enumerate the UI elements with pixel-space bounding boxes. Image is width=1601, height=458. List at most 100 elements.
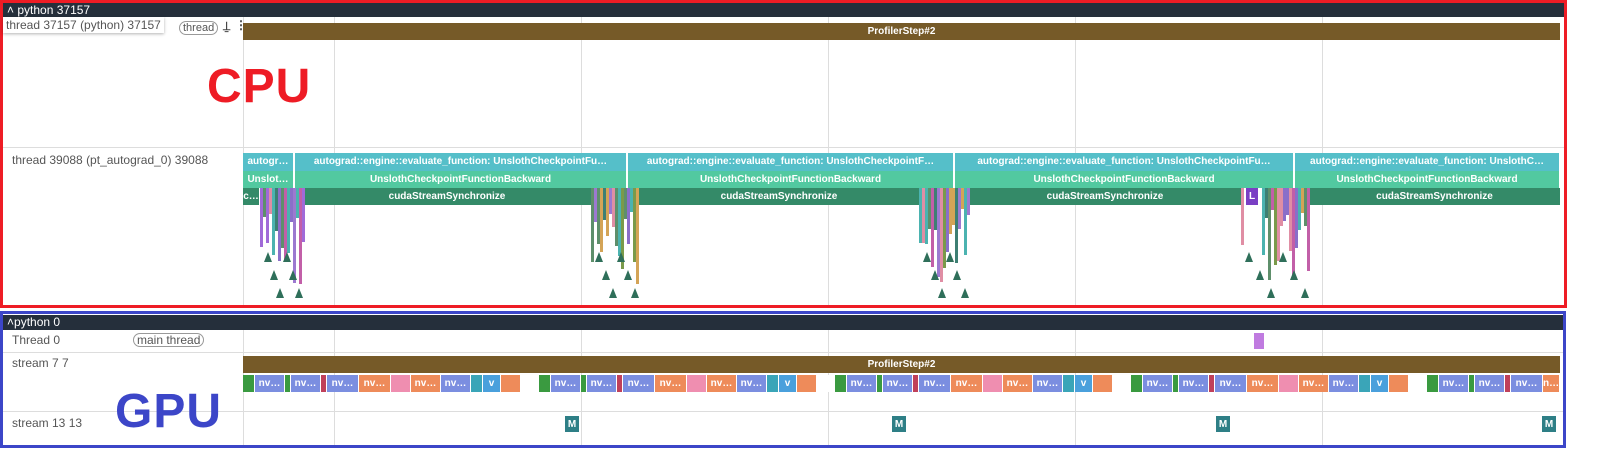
flow-arrow-icon[interactable] [264, 252, 272, 262]
gpu-kernel-slice[interactable] [617, 375, 622, 392]
flow-arrow-icon[interactable] [1278, 252, 1287, 262]
flow-arrow-icon[interactable] [1245, 252, 1253, 262]
autograd-slice[interactable]: autograd::engine::evaluate_function: Uns… [955, 153, 1293, 171]
nested-call-slice[interactable] [961, 188, 964, 209]
nested-call-slice[interactable] [955, 188, 958, 263]
gpu-kernel-slice[interactable]: v [483, 375, 500, 392]
flow-arrow-icon[interactable] [1256, 270, 1265, 280]
nested-call-slice[interactable] [1268, 188, 1271, 280]
gpu-kernel-slice[interactable] [285, 375, 290, 392]
nested-call-slice[interactable] [1295, 188, 1298, 248]
backward-slice[interactable]: Unslot… [243, 171, 293, 188]
gpu-kernel-slice[interactable] [1505, 375, 1510, 392]
gpu-kernel-slice[interactable] [1469, 375, 1474, 392]
memcpy-marker[interactable]: M [1216, 416, 1230, 432]
gpu-kernel-slice[interactable]: nv… [919, 375, 950, 392]
gpu-kernel-slice[interactable] [321, 375, 326, 392]
gpu-kernel-slice[interactable]: nv… [1179, 375, 1208, 392]
gpu-kernel-slice[interactable] [539, 375, 550, 392]
nested-call-slice[interactable] [1283, 188, 1286, 222]
gpu-kernel-slice[interactable]: v [1371, 375, 1388, 392]
gpu-kernel-slice[interactable]: nv… [1003, 375, 1032, 392]
gpu-kernel-slice[interactable] [1131, 375, 1142, 392]
flow-arrow-icon[interactable] [282, 252, 291, 262]
gpu-kernel-slice[interactable] [1093, 375, 1112, 392]
nested-call-slice[interactable] [1271, 188, 1274, 210]
cuda-stream-sync-slice[interactable]: cudaStreamSynchronize [1309, 188, 1560, 205]
gpu-kernel-slice[interactable]: nv… [1439, 375, 1468, 392]
nested-call-slice[interactable] [621, 188, 624, 269]
gpu-process-header[interactable]: ˄python 0 [3, 315, 1563, 330]
nested-call-slice[interactable] [946, 188, 949, 253]
nested-call-slice[interactable] [269, 188, 272, 215]
nested-call-slice[interactable] [934, 188, 937, 230]
flow-arrow-icon[interactable] [295, 288, 303, 298]
nested-call-slice[interactable] [1274, 188, 1277, 265]
nested-call-slice[interactable] [931, 188, 934, 268]
autograd-slice[interactable]: autograd::engine::evaluate_function: Uns… [1295, 153, 1559, 171]
flow-arrow-icon[interactable] [1301, 288, 1309, 298]
gpu-profiler-step-slice[interactable]: ProfilerStep#2 [243, 356, 1560, 373]
gpu-kernel-slice[interactable] [983, 375, 1002, 392]
gpu-kernel-slice[interactable] [1063, 375, 1074, 392]
gpu-kernel-slice[interactable] [243, 375, 254, 392]
gpu-kernel-slice[interactable]: nv… [655, 375, 686, 392]
flow-arrow-icon[interactable] [1289, 270, 1298, 280]
nested-call-slice[interactable] [967, 188, 970, 216]
gpu-kernel-slice[interactable] [877, 375, 882, 392]
flow-arrow-icon[interactable] [930, 270, 939, 280]
gpu-kernel-slice[interactable] [1279, 375, 1298, 392]
flow-arrow-icon[interactable] [953, 270, 962, 280]
flow-arrow-icon[interactable] [945, 252, 954, 262]
gpu-kernel-slice[interactable]: v [1075, 375, 1092, 392]
nested-call-slice[interactable] [603, 188, 606, 221]
flow-arrow-icon[interactable] [595, 252, 603, 262]
gpu-kernel-slice[interactable] [391, 375, 410, 392]
nested-call-slice[interactable] [606, 188, 609, 237]
gpu-kernel-slice[interactable] [767, 375, 778, 392]
nested-call-slice[interactable] [296, 188, 299, 218]
gpu-kernel-slice[interactable]: nv… [291, 375, 320, 392]
flow-arrow-icon[interactable] [602, 270, 611, 280]
nested-call-slice[interactable] [1265, 188, 1268, 218]
gpu-kernel-slice[interactable] [835, 375, 846, 392]
gpu-kernel-slice[interactable]: nv… [883, 375, 912, 392]
gpu-kernel-slice[interactable]: nv… [359, 375, 390, 392]
flow-arrow-icon[interactable] [276, 288, 285, 298]
nested-call-slice[interactable] [943, 188, 946, 268]
collapse-icon[interactable]: ˄ [7, 3, 15, 17]
gpu-kernel-slice[interactable] [1209, 375, 1214, 392]
collapse-icon[interactable]: ˄ [7, 315, 15, 329]
nested-call-slice[interactable] [1241, 188, 1244, 245]
nested-call-slice[interactable] [266, 188, 269, 244]
nested-call-slice[interactable] [925, 188, 928, 245]
nested-call-slice[interactable] [940, 188, 943, 283]
gpu-kernel-slice[interactable]: v [779, 375, 796, 392]
gpu-kernel-slice[interactable] [1113, 375, 1130, 392]
nested-call-slice[interactable] [1304, 188, 1307, 227]
gpu-kernel-slice[interactable] [471, 375, 482, 392]
gpu-kernel-slice[interactable]: nv… [411, 375, 440, 392]
gpu-kernel-slice[interactable] [817, 375, 834, 392]
gpu-kernel-slice[interactable]: nv… [1329, 375, 1358, 392]
nested-call-slice[interactable] [1301, 188, 1304, 214]
cpu-process-header[interactable]: ˄ python 37157 [3, 3, 1564, 17]
flow-arrow-icon[interactable] [961, 288, 969, 298]
nested-call-slice[interactable] [1298, 188, 1301, 231]
gpu-kernel-slice[interactable] [1173, 375, 1178, 392]
cuda-stream-sync-slice[interactable]: cudaStreamSynchronize [969, 188, 1241, 205]
nested-call-slice[interactable] [281, 188, 284, 248]
flow-arrow-icon[interactable] [616, 252, 625, 262]
flow-arrow-icon[interactable] [270, 270, 279, 280]
gpu-kernel-slice[interactable]: nv… [551, 375, 580, 392]
nested-call-slice[interactable] [260, 188, 263, 248]
flow-arrow-icon[interactable] [631, 288, 639, 298]
nested-call-slice[interactable] [928, 188, 931, 230]
flow-arrow-icon[interactable] [1267, 288, 1276, 298]
nested-call-slice[interactable] [949, 188, 952, 234]
nested-call-slice[interactable] [630, 188, 633, 212]
nested-call-slice[interactable] [1286, 188, 1289, 215]
gpu-kernel-slice[interactable]: nv… [1299, 375, 1328, 392]
nested-call-slice[interactable] [627, 188, 630, 245]
cuda-stream-sync-slice[interactable]: cudaStreamSynchronize [639, 188, 919, 205]
